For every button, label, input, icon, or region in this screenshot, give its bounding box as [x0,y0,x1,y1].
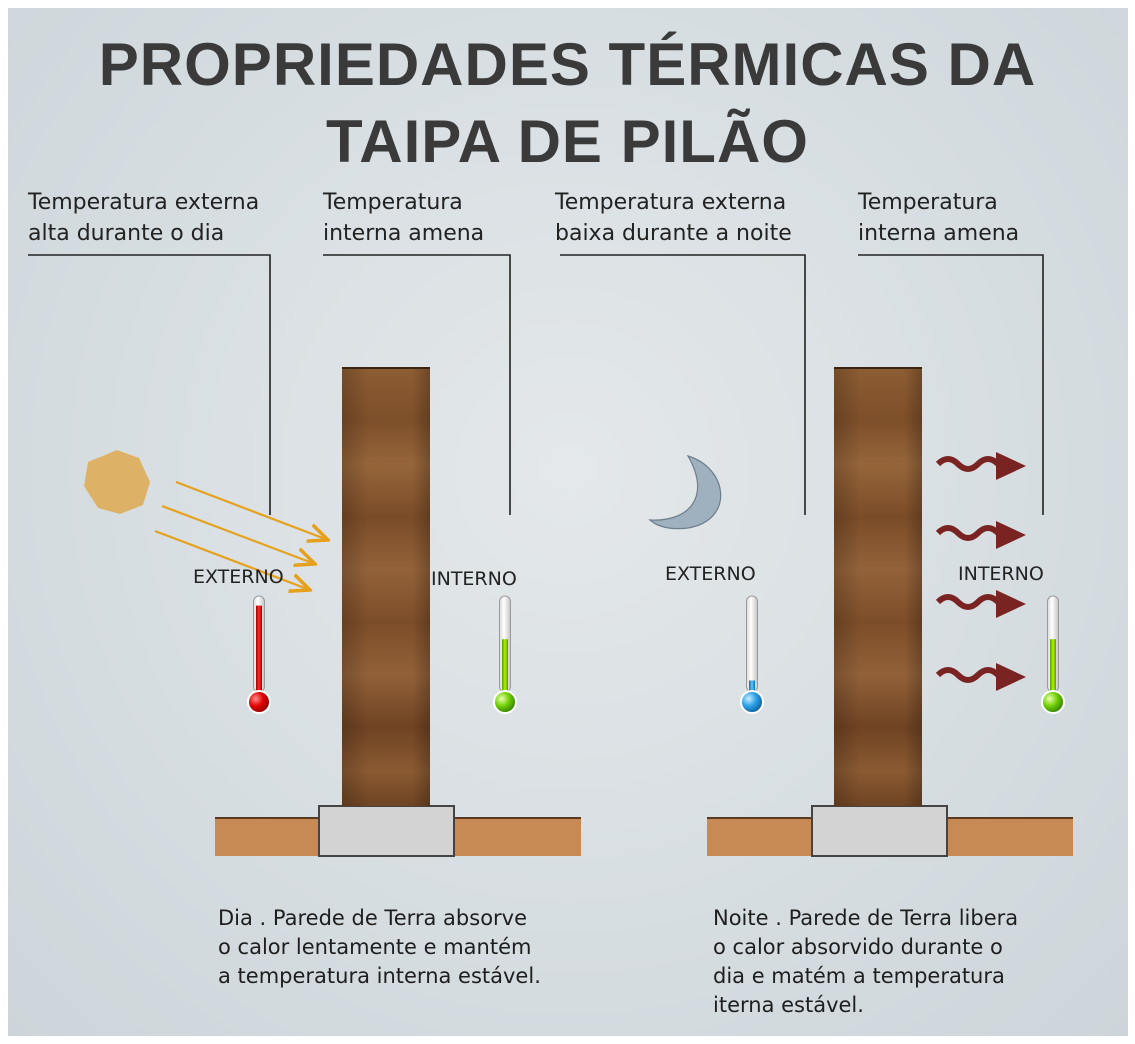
day-external-callout: Temperatura externa alta durante o dia [28,187,259,249]
night-external-callout: Temperatura externa baixa durante a noit… [555,187,792,249]
heat-arrow-icon [935,452,1026,480]
night-caption: Noite . Parede de Terra libera o calor a… [713,904,1018,1020]
day-external-leader [28,254,271,515]
day-rammed-earth-wall [342,367,430,806]
night-external-thermometer [740,595,764,714]
night-external-callout-line-1: Temperatura externa [555,190,787,215]
heat-arrow-icon [935,521,1026,549]
night-internal-thermometer [1041,595,1065,714]
moon-icon [648,454,722,530]
night-external-callout-line-2: baixa durante a noite [555,221,792,246]
background-panel [8,8,1128,1036]
day-internal-callout: Temperatura interna amena [323,187,484,249]
day-footing [318,805,455,857]
callout-leader-lines [28,254,1044,515]
day-caption-line-1: Dia . Parede de Terra absorve [218,906,528,930]
night-internal-callout-line-2: interna amena [858,221,1020,246]
night-internal-callout-line-1: Temperatura [858,190,998,215]
thermometers [247,595,1065,714]
title-line-1: PROPRIEDADES TÉRMICAS DA [98,31,1037,98]
night-caption-line-3: dia e matém a temperatura [713,964,1005,988]
heat-arrow-icon [935,590,1026,618]
night-internal-label: INTERNO [958,563,1044,585]
day-external-callout-line-2: alta durante o dia [28,221,225,246]
day-caption-line-2: o calor lentamente e mantém [218,935,532,959]
day-caption: Dia . Parede de Terra absorve o calor le… [218,904,541,991]
night-caption-line-4: iterna estável. [713,993,864,1017]
sun-rays [154,480,328,590]
day-internal-leader [323,254,511,515]
day-external-thermometer [247,595,271,714]
day-caption-line-3: a temperatura interna estável. [218,964,541,988]
title-line-2: TAIPA DE PILÃO [326,108,809,175]
day-scene [84,367,581,857]
night-scene [648,367,1073,857]
night-footing [811,805,948,857]
night-rammed-earth-wall [834,367,922,806]
night-internal-callout: Temperatura interna amena [858,187,1019,249]
heat-arrow-icon [935,663,1026,691]
night-internal-leader [858,254,1044,515]
sun-icon [84,450,150,514]
night-external-leader [560,254,806,515]
night-caption-line-2: o calor absorvido durante o [713,935,1003,959]
day-internal-callout-line-2: interna amena [323,221,485,246]
day-external-label: EXTERNO [193,566,284,588]
day-internal-callout-line-1: Temperatura [323,190,463,215]
day-external-callout-line-1: Temperatura externa [28,190,260,215]
day-internal-thermometer [493,595,517,714]
day-internal-label: INTERNO [431,568,517,590]
night-caption-line-1: Noite . Parede de Terra libera [713,906,1019,930]
night-external-label: EXTERNO [665,563,756,585]
heat-arrows [935,452,1026,691]
